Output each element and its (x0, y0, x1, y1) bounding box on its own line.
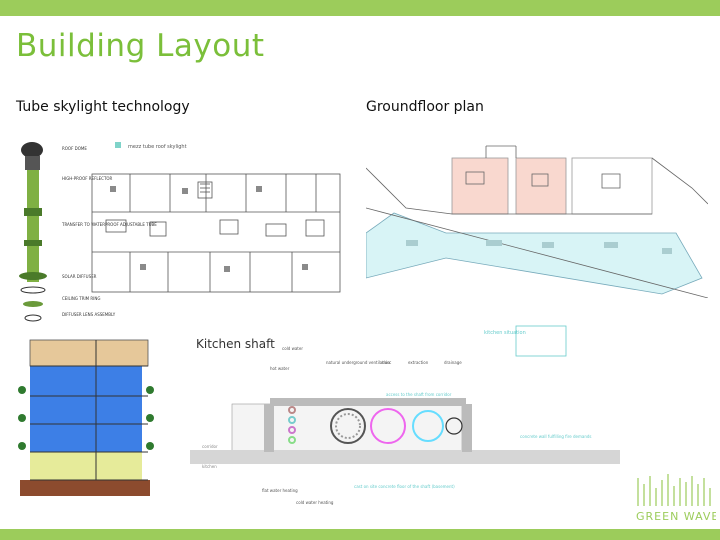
shaft-label-concrete-wall: concrete wall fulfilling fire demands (520, 434, 591, 439)
corridor-area (366, 212, 703, 295)
section-foundation (20, 480, 150, 496)
section-floor-4 (30, 366, 142, 396)
section-floor-2 (30, 424, 142, 452)
shaft-label-misc: misc (382, 360, 391, 365)
groundfloor-plan-diagram (366, 128, 708, 298)
floor-plan-fixtures (110, 186, 308, 272)
shaft-pipes (288, 406, 463, 444)
skylight-label-5: CEILING TRIM RING (62, 296, 100, 301)
corridor-furniture (406, 240, 672, 254)
skylight-label-4: SOLAR DIFFUSER (62, 274, 97, 279)
building-section-diagram (10, 330, 180, 500)
tube-skylight-diagram: ROOF DOME HIGH-PROOF REFLECTOR TRANSFER … (10, 128, 345, 330)
skylight-tube-illustration (19, 142, 47, 322)
shaft-label-ventilation: natural underground ventilation (326, 360, 390, 365)
shaft-label-drainage: drainage (444, 360, 462, 365)
shaft-label-cold-water: cold water (282, 346, 303, 351)
kitchen-situation-inset (515, 325, 567, 357)
green-wave-logo: GREEN WAVE (634, 470, 716, 526)
skylight-label-2: HIGH-PROOF REFLECTOR (62, 176, 113, 181)
shaft-label-cold-water-heating: cold water heating (296, 500, 334, 505)
shaft-label-extraction: extraction (408, 360, 429, 365)
section-floor-3 (30, 396, 142, 424)
section-plants (18, 386, 154, 450)
section-roof-level (29, 339, 149, 367)
shaft-label-access: access to the shaft from corridor (386, 392, 452, 397)
shaft-section (190, 398, 620, 464)
skylight-legend-swatch (115, 142, 121, 148)
section-slabs (30, 340, 148, 481)
shaft-label-kitchen-situation: kitchen situation (484, 330, 526, 336)
shaft-label-flat-water-heating: flat water heating (262, 488, 298, 493)
shaft-label-floor: cast on site concrete floor of the shaft… (354, 484, 455, 489)
skylight-label-6: DIFFUSER LENS ASSEMBLY (62, 312, 116, 317)
apartment-floor-plan (91, 173, 341, 293)
shaft-label-hot-water: hot water (270, 366, 290, 371)
kitchen-shaft-title: Kitchen shaft (196, 337, 275, 351)
section-ground-floor (30, 452, 142, 480)
top-accent-bar (0, 0, 720, 16)
slide-title: Building Layout (16, 28, 265, 64)
groundfloor-caption: Groundfloor plan (366, 99, 484, 115)
groundfloor-walls (366, 145, 708, 298)
logo-bars (637, 474, 711, 506)
shaft-label-kitchen: kitchen (202, 464, 217, 469)
shaft-label-corridor: corridor (202, 444, 218, 449)
tube-skylight-caption: Tube skylight technology (16, 99, 190, 115)
office-room-1 (451, 157, 509, 215)
skylight-label-3: TRANSFER TO WATERPROOF ADJUSTABLE TUBE (61, 222, 157, 227)
kitchen-shaft-diagram: Kitchen shaft cold water natural undergr… (186, 324, 626, 514)
skylight-legend-label: mezz tube roof skylight (128, 144, 187, 150)
bottom-accent-bar (0, 529, 720, 540)
logo-text: GREEN WAVE (636, 510, 716, 523)
office-room-3 (571, 157, 653, 215)
skylight-label-1: ROOF DOME (62, 146, 87, 151)
